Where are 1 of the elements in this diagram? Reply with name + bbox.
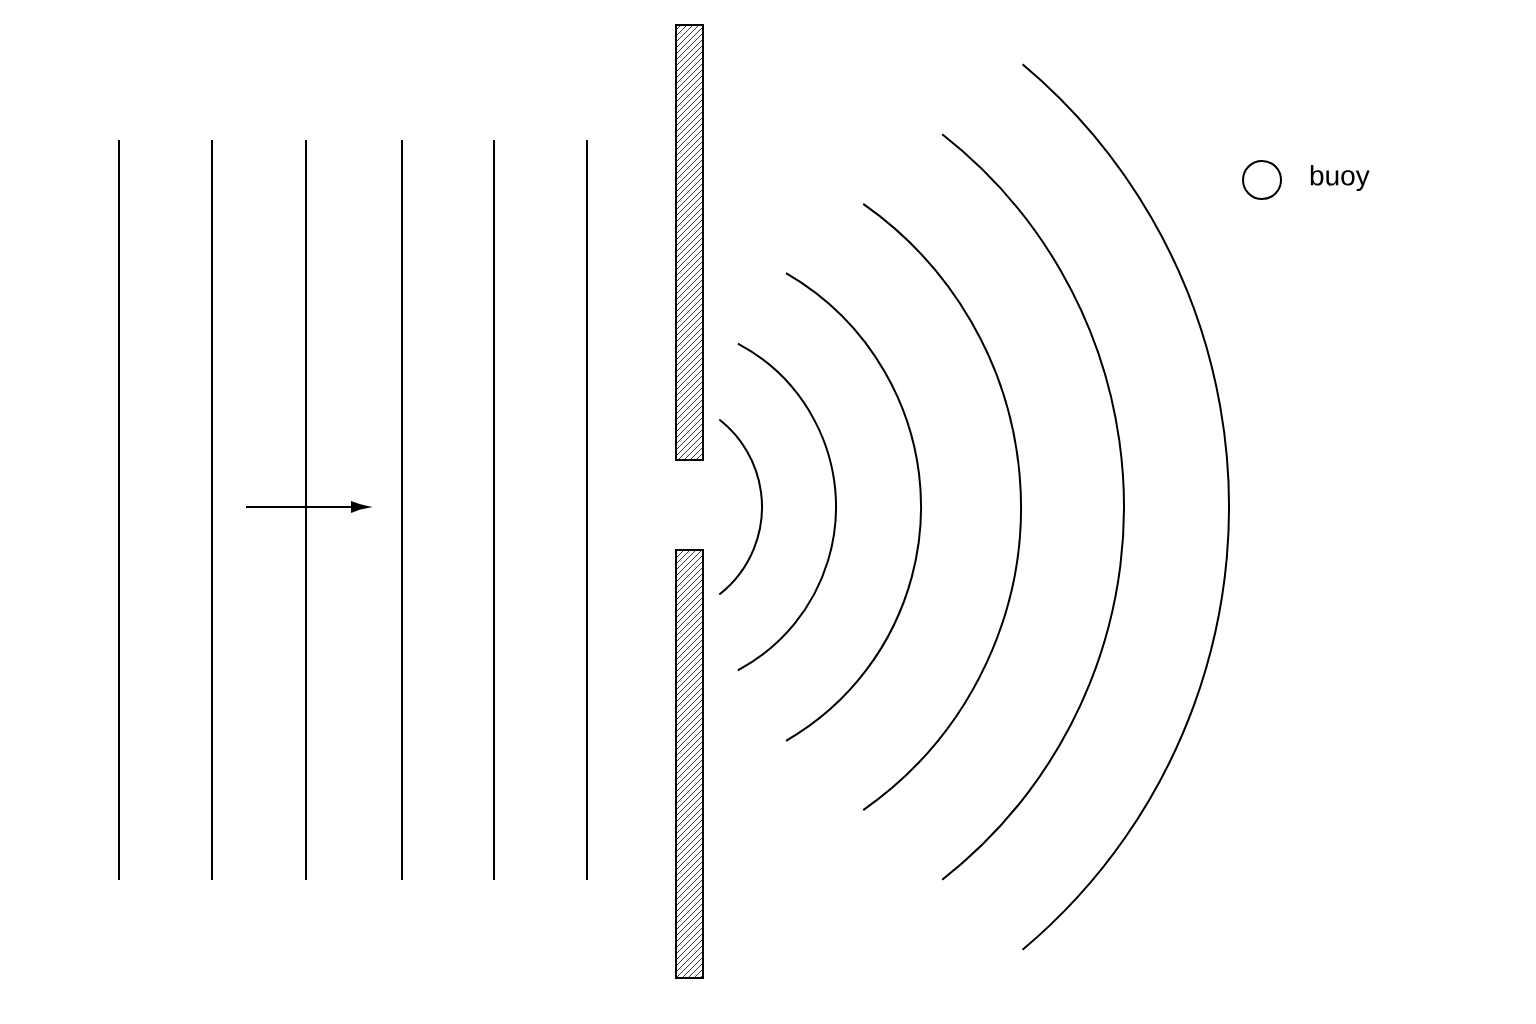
buoy-label: buoy — [1310, 164, 1370, 192]
